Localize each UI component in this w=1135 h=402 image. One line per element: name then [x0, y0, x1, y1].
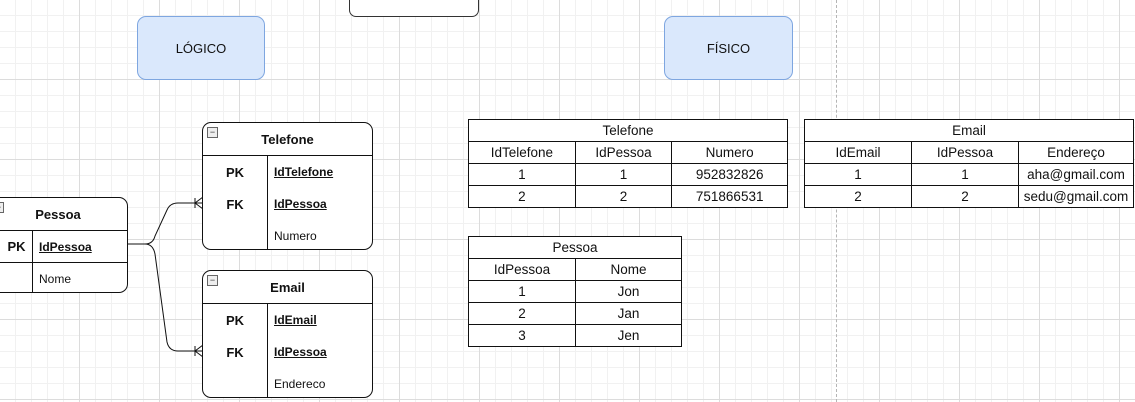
table-cell: 2: [468, 185, 576, 208]
column-header: Endereço: [1018, 141, 1134, 164]
table-cell: 2: [468, 302, 576, 325]
field-name: IdEmail: [274, 313, 317, 327]
table-cell: 1: [911, 163, 1019, 186]
table-cell: 751866531: [671, 185, 788, 208]
connector-pessoa-email: [127, 243, 203, 352]
attribute-row[interactable]: PK IdTelefone: [203, 156, 372, 188]
attribute-row[interactable]: Nome: [0, 262, 127, 292]
table-header-row: IdPessoa Nome: [468, 258, 682, 281]
table-row[interactable]: 1 1 aha@gmail.com: [804, 163, 1134, 186]
table-cell: Jen: [575, 324, 682, 347]
key-label: [1, 263, 32, 292]
field-name: IdPessoa: [39, 239, 92, 254]
table-telefone[interactable]: Telefone IdTelefone IdPessoa Numero 1 1 …: [468, 119, 788, 208]
column-header: IdTelefone: [468, 141, 576, 164]
table-row[interactable]: 3 Jen: [468, 324, 682, 347]
entity-header: − Email: [203, 271, 372, 304]
key-label: FK: [226, 344, 244, 360]
connector-pessoa-telefone: [127, 202, 203, 245]
column-header: IdPessoa: [468, 258, 576, 281]
physical-label: FÍSICO: [706, 40, 751, 56]
table-cell: 1: [574, 163, 673, 186]
table-header-row: IdTelefone IdPessoa Numero: [468, 141, 788, 164]
attribute-row[interactable]: PK IdEmail: [203, 304, 372, 336]
entity-email[interactable]: − Email PK IdEmail FK IdPessoa Endereco: [202, 270, 373, 398]
key-label: PK: [7, 239, 26, 254]
table-title: Telefone: [468, 119, 788, 142]
field-name: IdPessoa: [274, 197, 327, 211]
key-label: [203, 220, 267, 249]
logical-label-box[interactable]: LÓGICO: [137, 16, 265, 80]
field-name: Numero: [274, 229, 317, 243]
logical-label: LÓGICO: [175, 40, 227, 56]
key-label: [203, 368, 267, 397]
table-cell: 2: [804, 185, 912, 208]
attribute-row[interactable]: FK IdPessoa: [203, 188, 372, 220]
table-title: Pessoa: [468, 236, 682, 259]
table-header-row: IdEmail IdPessoa Endereço: [804, 141, 1134, 164]
table-cell: sedu@gmail.com: [1018, 185, 1134, 208]
table-cell: 952832826: [671, 163, 788, 186]
field-name: Endereco: [274, 377, 326, 391]
table-cell: 1: [468, 280, 576, 303]
entity-title: Telefone: [261, 131, 314, 147]
table-cell: 2: [911, 185, 1019, 208]
key-label: PK: [225, 312, 245, 328]
column-header: IdEmail: [804, 141, 912, 164]
table-cell: Jon: [575, 280, 682, 303]
crowfoot-telefone: [194, 196, 204, 210]
collapse-icon[interactable]: −: [207, 127, 218, 138]
column-header: Numero: [671, 141, 788, 164]
partial-shape[interactable]: [349, 0, 479, 17]
table-cell: Jan: [575, 302, 682, 325]
table-cell: aha@gmail.com: [1018, 163, 1134, 186]
entity-header: − Telefone: [203, 123, 372, 156]
crowfoot-email: [194, 344, 204, 358]
table-cell: 2: [574, 185, 673, 208]
key-label: FK: [226, 196, 244, 212]
field-name: IdTelefone: [274, 165, 334, 179]
table-cell: 1: [804, 163, 912, 186]
column-separator: [267, 304, 268, 397]
column-separator: [267, 156, 268, 249]
attribute-row[interactable]: Numero: [203, 220, 372, 249]
entity-pessoa[interactable]: − Pessoa PK IdPessoa Nome: [0, 197, 128, 293]
column-header: Nome: [575, 258, 682, 281]
table-row[interactable]: 1 1 952832826: [468, 163, 788, 186]
column-separator: [32, 231, 33, 292]
collapse-icon[interactable]: −: [0, 202, 4, 213]
physical-label-box[interactable]: FÍSICO: [664, 16, 793, 80]
collapse-icon[interactable]: −: [207, 275, 218, 286]
attribute-row[interactable]: Endereco: [203, 368, 372, 397]
table-pessoa[interactable]: Pessoa IdPessoa Nome 1 Jon 2 Jan 3 Jen: [468, 236, 682, 347]
column-header: IdPessoa: [574, 141, 673, 164]
entity-telefone[interactable]: − Telefone PK IdTelefone FK IdPessoa Num…: [202, 122, 373, 250]
table-cell: 3: [468, 324, 576, 347]
attribute-row[interactable]: PK IdPessoa: [0, 231, 127, 262]
entity-title: Email: [270, 279, 305, 295]
table-row[interactable]: 2 2 sedu@gmail.com: [804, 185, 1134, 208]
field-name: IdPessoa: [274, 345, 327, 359]
table-cell: 1: [468, 163, 576, 186]
table-title: Email: [804, 119, 1134, 142]
table-row[interactable]: 1 Jon: [468, 280, 682, 303]
attribute-row[interactable]: FK IdPessoa: [203, 336, 372, 368]
key-label: PK: [225, 164, 245, 180]
entity-header: − Pessoa: [0, 198, 127, 231]
field-name: Nome: [39, 271, 72, 286]
column-header: IdPessoa: [911, 141, 1019, 164]
table-email[interactable]: Email IdEmail IdPessoa Endereço 1 1 aha@…: [804, 119, 1134, 208]
entity-title: Pessoa: [35, 206, 81, 222]
table-row[interactable]: 2 2 751866531: [468, 185, 788, 208]
table-row[interactable]: 2 Jan: [468, 302, 682, 325]
